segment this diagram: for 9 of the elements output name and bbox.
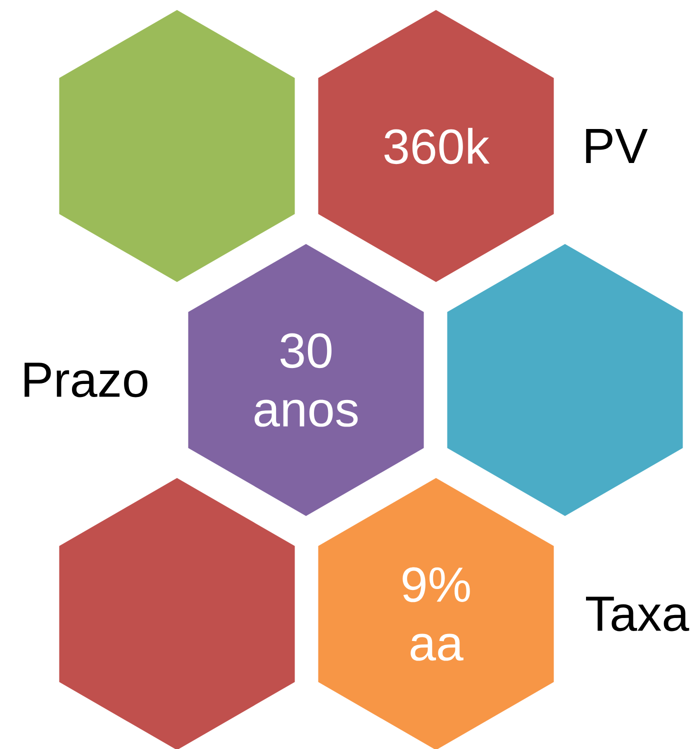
side-label: Taxa [586,596,690,632]
side-label: PV [586,129,648,163]
hexagon [447,244,683,516]
hexagon [59,478,295,749]
hexagon [59,10,295,282]
side-label: Prazo [24,362,148,398]
hexagon: 9% aa [318,478,554,749]
hexagon: 360k [318,10,554,282]
hexagon: 30 anos [188,244,424,516]
